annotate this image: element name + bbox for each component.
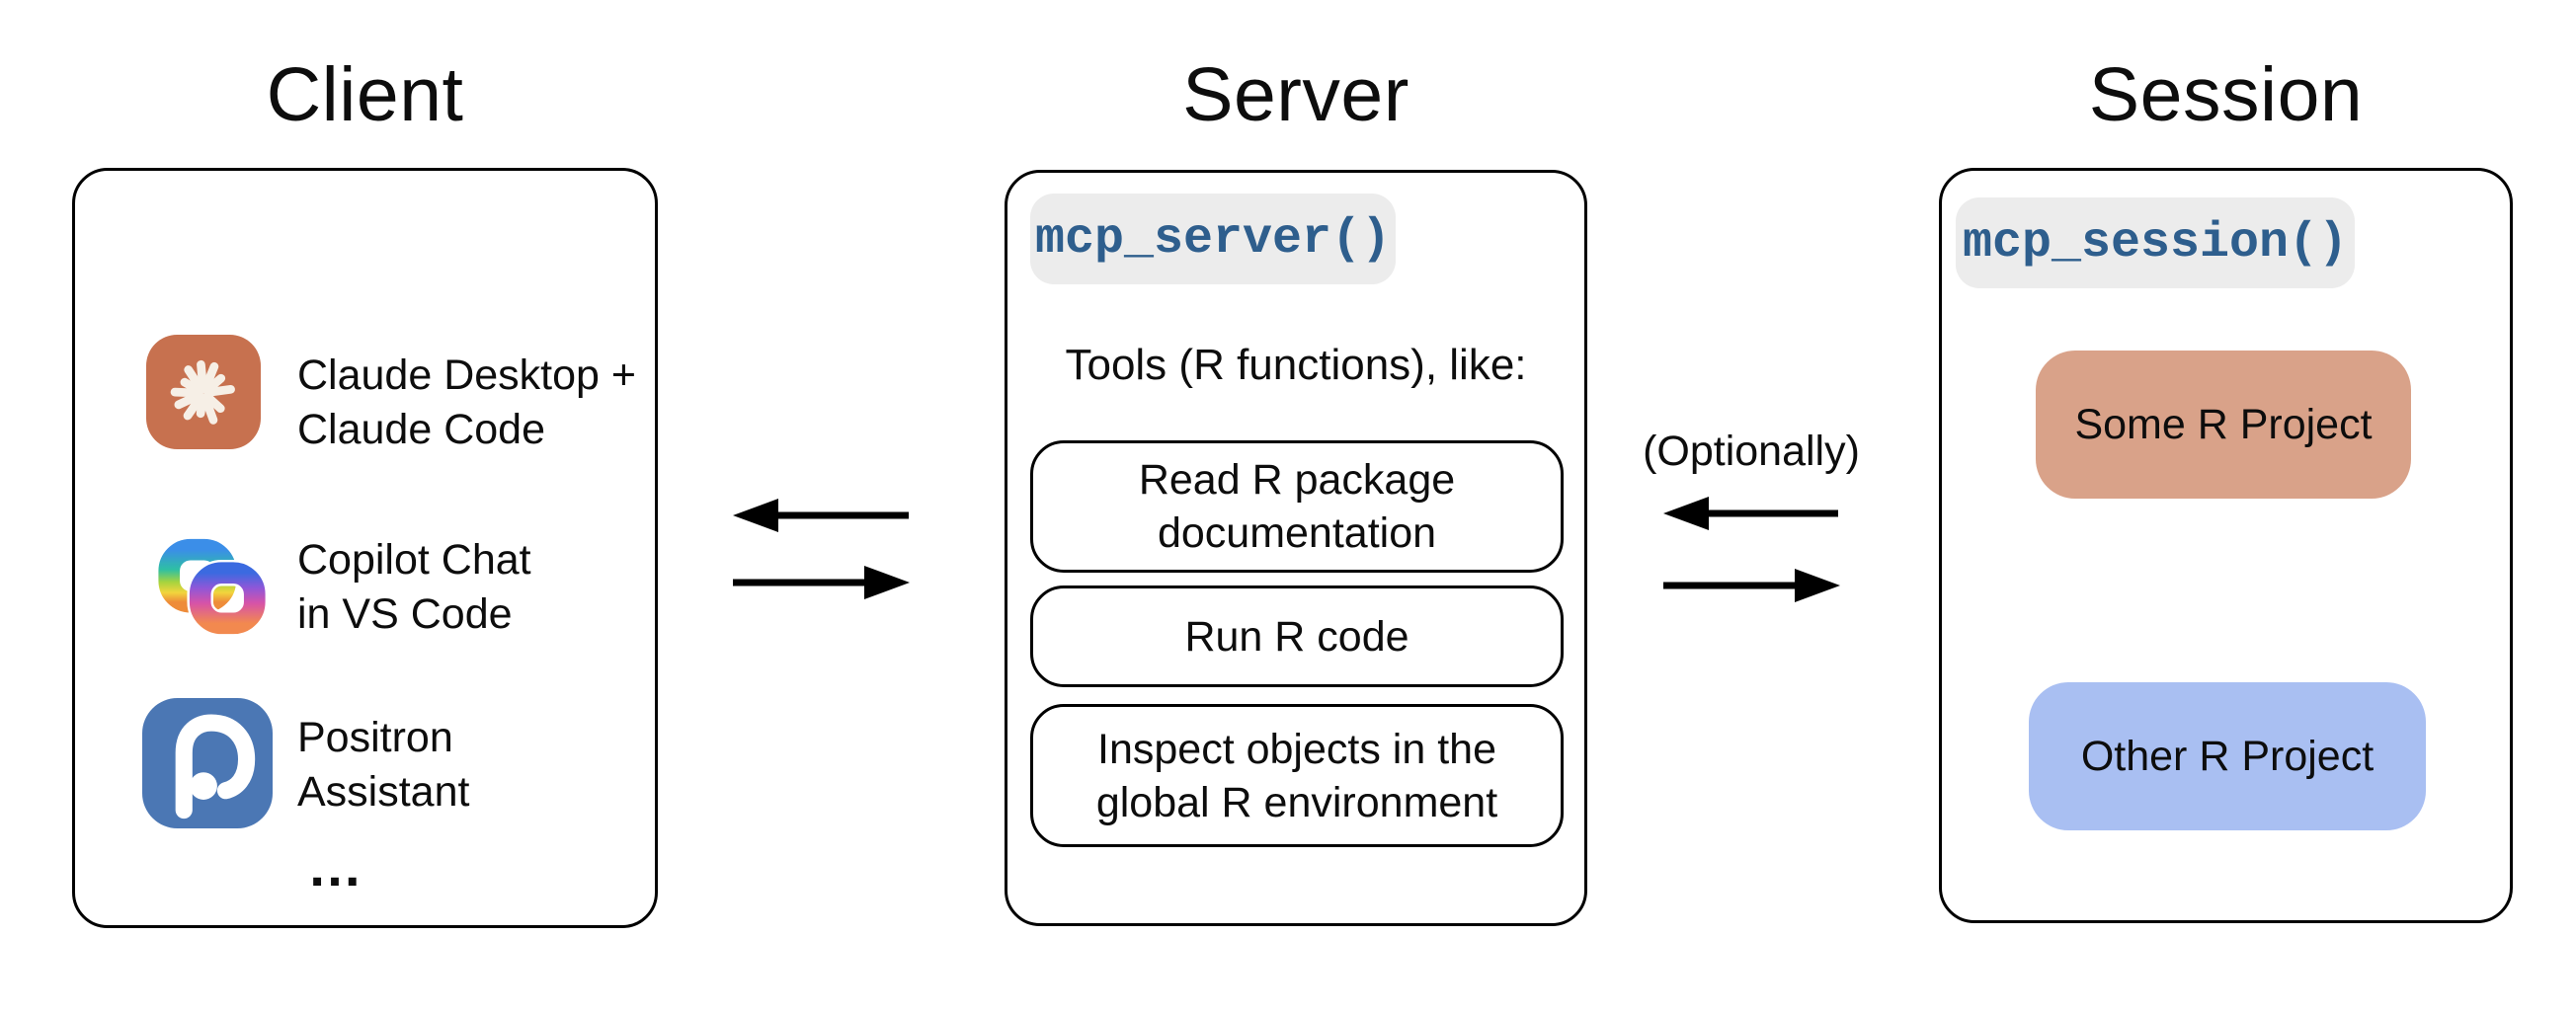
positron-icon <box>142 698 273 828</box>
some-r-project-box: Some R Project <box>2036 351 2411 499</box>
client-panel: Claude Desktop + Claude Code <box>72 168 658 928</box>
client-item-positron-line2: Assistant <box>297 768 470 816</box>
session-panel: mcp_session() Some R Project Other R Pro… <box>1939 168 2513 923</box>
tool-inspect-global-env-line1: Inspect objects in the <box>1097 725 1496 773</box>
tool-read-r-package-docs-line2: documentation <box>1157 509 1437 557</box>
client-item-claude-line1: Claude Desktop + <box>297 351 637 399</box>
copilot-icon <box>158 538 269 637</box>
tool-inspect-global-env-line2: global R environment <box>1095 778 1498 826</box>
client-item-copilot-line2: in VS Code <box>297 590 513 638</box>
arrow-client-to-server-icon <box>733 566 910 599</box>
arrow-server-to-session-icon <box>1663 569 1840 602</box>
tool-run-r-code-line1: Run R code <box>1184 612 1409 661</box>
other-r-project-box: Other R Project <box>2029 682 2426 830</box>
tool-read-r-package-docs: Read R package documentation <box>1030 440 1564 573</box>
client-item-copilot: Copilot Chat in VS Code <box>297 533 531 642</box>
server-tools-heading: Tools (R functions), like: <box>1065 341 1527 389</box>
other-r-project-label: Other R Project <box>2080 732 2375 780</box>
mcp-server-code-label: mcp_server() <box>1034 210 1392 268</box>
tool-run-r-code: Run R code <box>1030 586 1564 687</box>
client-item-copilot-line1: Copilot Chat <box>297 536 531 584</box>
claude-icon <box>146 335 261 449</box>
tool-read-r-package-docs-line1: Read R package <box>1138 456 1456 504</box>
some-r-project-label: Some R Project <box>2074 400 2373 448</box>
arrow-server-to-client-icon <box>733 499 909 532</box>
tool-inspect-global-env: Inspect objects in the global R environm… <box>1030 704 1564 847</box>
mcp-server-code-chip: mcp_server() <box>1030 194 1396 284</box>
server-panel: mcp_server() Tools (R functions), like: … <box>1005 170 1587 926</box>
mcp-session-code-label: mcp_session() <box>1962 214 2349 272</box>
mcp-session-code-chip: mcp_session() <box>1956 197 2355 288</box>
client-column-title: Client <box>266 52 464 137</box>
server-column-title: Server <box>1182 52 1409 137</box>
session-column-title: Session <box>2088 52 2364 137</box>
arrow-session-to-server-icon <box>1663 497 1838 530</box>
client-more-ellipsis: … <box>307 835 366 898</box>
optionally-label: (Optionally) <box>1643 428 1860 475</box>
client-item-positron: Positron Assistant <box>297 711 469 820</box>
client-item-positron-line1: Positron <box>297 714 453 761</box>
client-item-claude: Claude Desktop + Claude Code <box>297 349 636 457</box>
client-item-claude-line2: Claude Code <box>297 406 546 453</box>
